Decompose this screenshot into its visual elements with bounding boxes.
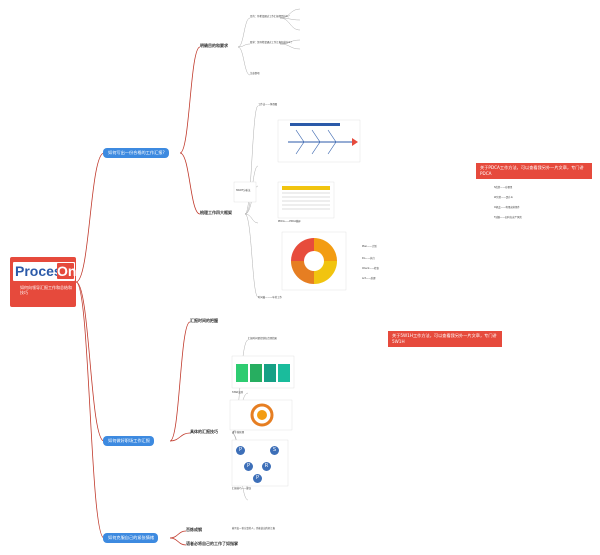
branch-write-report[interactable]: 如何写出一份合格的工作汇报? xyxy=(103,148,169,158)
section-mindset[interactable]: 百炼成钢 xyxy=(186,527,202,532)
note-pyramid: 金字塔原理 xyxy=(232,431,244,434)
star-circle-5: P xyxy=(253,474,262,483)
note-requirement: 要求：领导希望通过工作汇报知道什么？ xyxy=(250,41,294,44)
star-circle-1: P xyxy=(236,446,245,455)
note-purpose: 目的：你希望通过工作汇报得到什么？ xyxy=(250,15,291,18)
star-circle-4: R xyxy=(262,462,271,471)
fw-time: 时间轴——一年的工作 xyxy=(258,296,282,299)
swot-image xyxy=(231,355,295,389)
note-star: STAR法则 xyxy=(232,391,243,394)
section-requirements[interactable]: 明确目的和要求 xyxy=(200,43,228,48)
fw-fishbone: 工作法——鱼骨图 xyxy=(258,103,278,106)
section-skills[interactable]: 具体的汇报技巧 xyxy=(190,429,218,434)
swot-o: O机会——利用这些条件 xyxy=(494,206,520,209)
swot-t: T威胁——如何在这个风险 xyxy=(494,216,522,219)
section-report-time[interactable]: 汇报时间的把握 xyxy=(190,318,218,323)
callout-pdca: 关于PDCA工作方法，可以查看我另外一片文章，专门讲PDCA xyxy=(476,163,592,179)
fishbone-diagram xyxy=(277,119,361,163)
branch-do-report[interactable]: 如何做好职场工作汇报 xyxy=(103,436,154,446)
note-attention: 注意事项 xyxy=(250,72,260,75)
star-circle-2: S xyxy=(270,446,279,455)
logo-on-badge: On xyxy=(57,263,77,279)
pdca-plan: Plan——计划 xyxy=(362,245,377,248)
swot-matrix xyxy=(233,181,257,203)
callout-5w1h: 关于5W1H工作方法，可以查看我另外一片文章，专门讲5W1H xyxy=(388,331,502,347)
note-footer: 能写出一份方案的人，也能说出的好汇报 xyxy=(232,527,276,530)
root-subtitle: 如何向领导汇报工作和总结和技巧 xyxy=(20,285,72,295)
section-four-methods[interactable]: 梳理工作四大框架 xyxy=(200,210,232,215)
note-tips: 汇报技巧——建议 xyxy=(232,487,252,490)
pyramid-image xyxy=(229,399,293,431)
fw-swot: SWOT分析法 xyxy=(236,189,251,192)
logo-text: Process xyxy=(15,263,70,279)
pdca-check: Check——检查 xyxy=(362,267,379,270)
pdca-wheel xyxy=(281,231,347,291)
pdca-act: Act——处理 xyxy=(362,277,376,280)
fw-pdca: PDCA——PDCA循环 xyxy=(278,220,301,223)
branch-overcome-nerves[interactable]: 如何克服自己的紧张情绪 xyxy=(103,533,159,543)
section-manage[interactable]: 语者必将自己的工作了如指掌 xyxy=(186,541,238,546)
swot-s: S优势——在哪里 xyxy=(494,186,513,189)
timeline-table xyxy=(277,181,335,219)
star-circle-3: P xyxy=(244,462,253,471)
note-time: 汇报时间要控制在合理范围 xyxy=(248,337,277,340)
pdca-do: Do——执行 xyxy=(362,257,375,260)
swot-w: W劣势——是什么 xyxy=(494,196,514,199)
